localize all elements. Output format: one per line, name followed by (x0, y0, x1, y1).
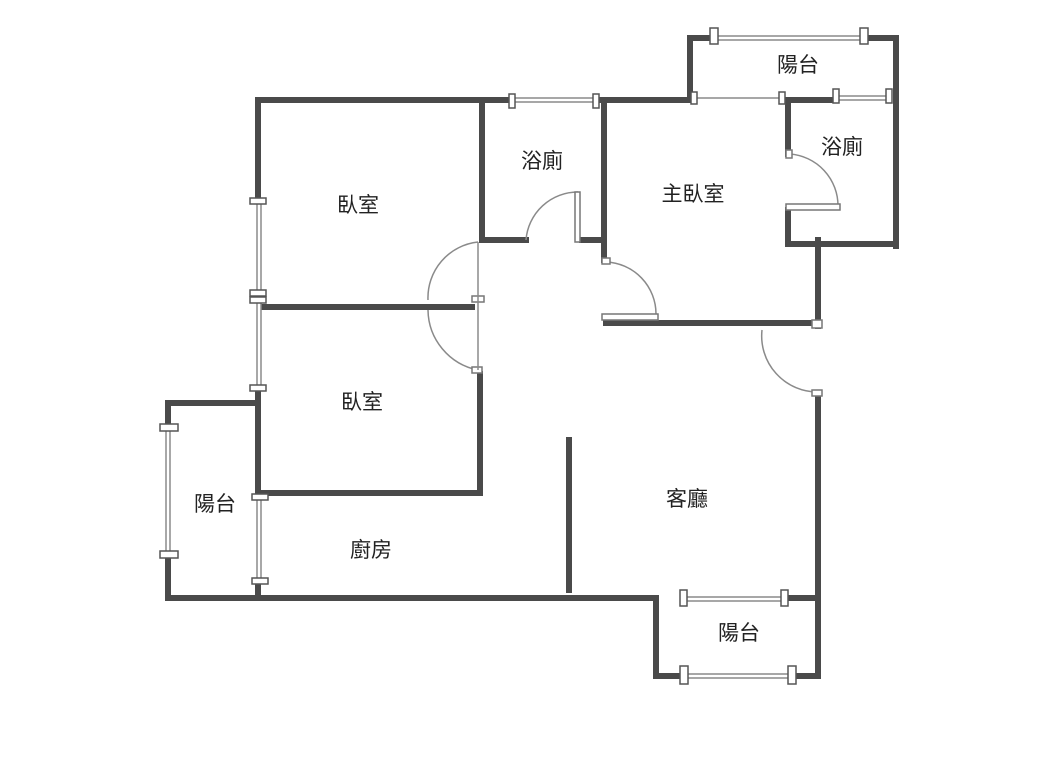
room-label-bedroom-1: 臥室 (337, 193, 379, 217)
room-label-balcony-left: 陽台 (194, 492, 236, 516)
windows (159, 27, 893, 685)
room-label-balcony-top: 陽台 (777, 53, 819, 77)
room-labels: 臥室 浴廁 主臥室 浴廁 陽台 臥室 陽台 廚房 客廳 陽台 (194, 53, 863, 645)
room-label-bedroom-2: 臥室 (341, 390, 383, 414)
room-label-bathroom-1: 浴廁 (521, 149, 563, 173)
room-label-balcony-bottom: 陽台 (718, 621, 760, 645)
room-label-kitchen: 廚房 (350, 538, 392, 562)
room-label-living-room: 客廳 (666, 487, 708, 511)
doors (427, 149, 841, 397)
room-label-bathroom-master: 浴廁 (821, 135, 863, 159)
room-label-master-bedroom: 主臥室 (662, 182, 725, 206)
walls (165, 35, 899, 679)
